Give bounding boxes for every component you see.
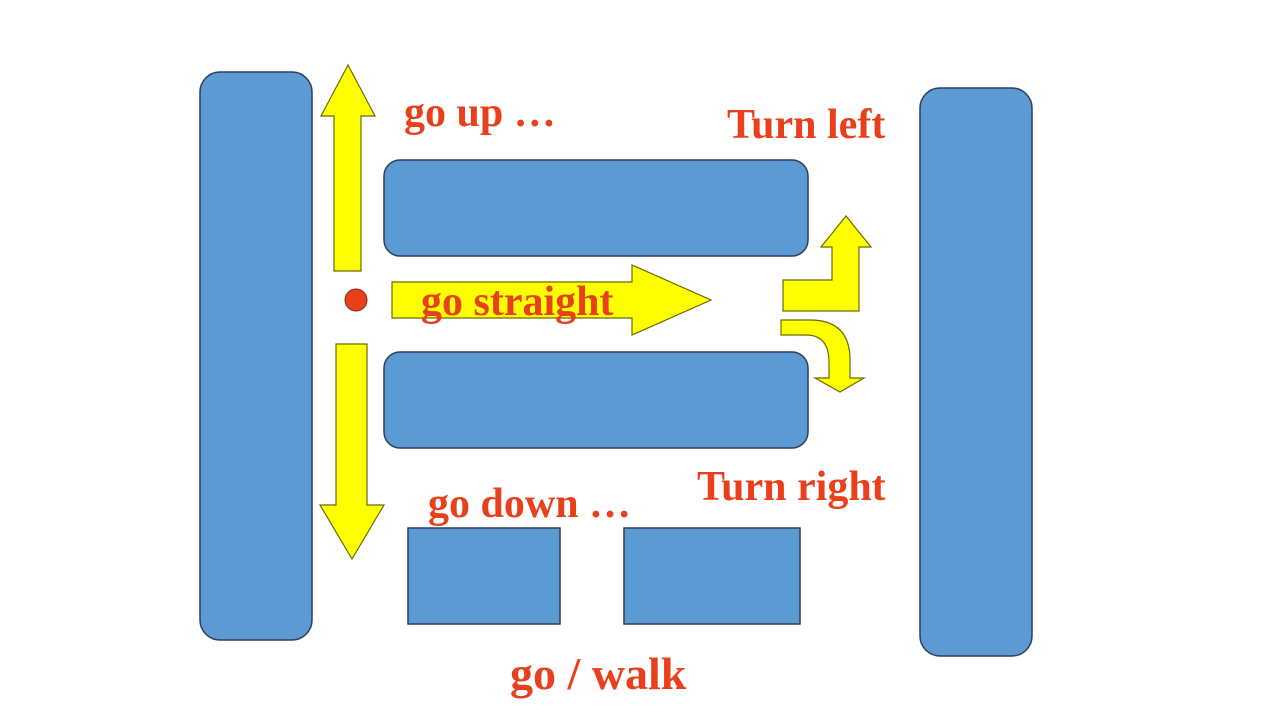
- right-tall-block: [919, 87, 1033, 657]
- lower-middle-block: [383, 351, 809, 449]
- bottom-right-block: [623, 527, 801, 625]
- current-position-dot: [344, 288, 368, 312]
- up-arrow: [320, 63, 376, 272]
- turn-right-arrow: [780, 319, 867, 393]
- turn-right-label: Turn right: [697, 464, 886, 510]
- straight-arrow: [391, 264, 713, 336]
- go-up-label: go up …: [404, 90, 556, 136]
- down-arrow: [318, 343, 386, 561]
- upper-middle-block: [383, 159, 809, 257]
- go-straight-label: go straight: [421, 279, 614, 325]
- left-tall-block: [199, 71, 313, 641]
- go-walk-label: go / walk: [510, 648, 687, 699]
- turn-left-label: Turn left: [727, 102, 886, 148]
- go-down-label: go down …: [428, 481, 632, 527]
- bottom-left-block: [407, 527, 561, 625]
- turn-left-arrow: [782, 215, 873, 312]
